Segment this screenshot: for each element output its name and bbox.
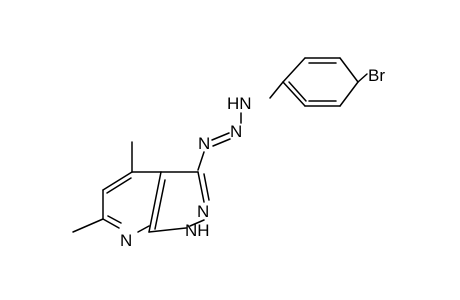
bond-n-c3 [197,151,205,171]
bond-ring-c4-c5 [339,81,359,107]
bond-ring-c6-c1 [282,81,306,107]
bond-n7-c7a [137,225,150,233]
pyrazole-n2-label: N [197,202,209,221]
pyridine-ring [102,171,166,233]
bond-c3-n2 [197,171,205,203]
triazene-nh-label: HN [227,94,252,113]
bond-n2-n1 [189,219,205,227]
bond-n-n-double-a [211,132,230,141]
bond-c6-n7-double [107,215,122,224]
azo-n-label: N [198,134,210,153]
bond-c7a-c3a-double [154,179,166,230]
bond-ring-double-left [288,81,307,102]
pyrazole-nh-label: NH [185,221,210,240]
pyrazole-ring [148,171,210,233]
bond-n-n-double-b [212,138,231,147]
bond-c4-c5-double [106,177,132,194]
bromophenyl-ring [282,57,359,107]
bond-ring-c3-c4 [339,57,359,83]
pyridine-n-label: N [120,231,132,250]
bond-aryl-nh [269,81,284,99]
bond-ring-c1-c2 [282,57,306,83]
bromine-label: Br [368,66,385,85]
bond-c3-n2-double [203,173,210,201]
bond-c6-n7 [102,218,120,229]
bond-c-br [357,73,368,83]
methyl-c6-bond [72,218,104,233]
bond-n1-c7a [148,227,187,233]
bond-c7a-c3a [148,171,162,233]
bond-c4-c5 [102,171,133,191]
triazene-n-mid-label: N [230,122,242,141]
